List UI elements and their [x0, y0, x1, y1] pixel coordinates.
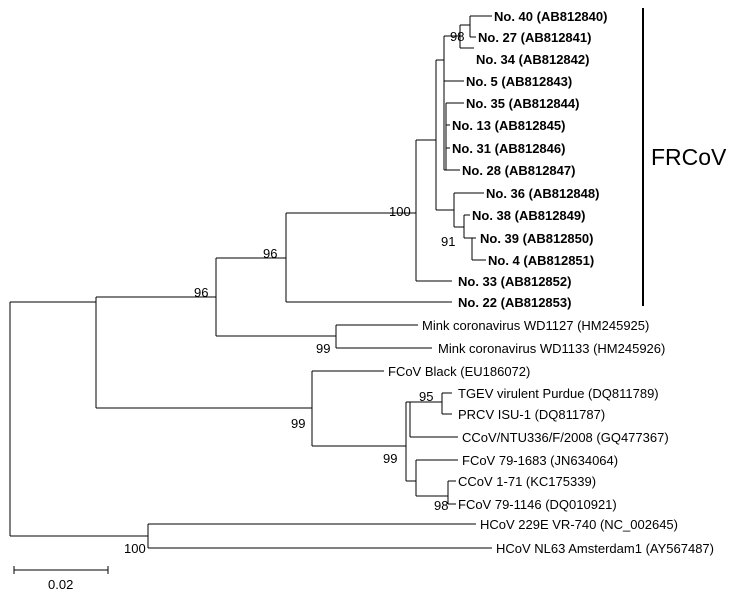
- leaf-label: CCoV/NTU336/F/2008 (GQ477367): [462, 430, 669, 445]
- leaf-label: HCoV 229E VR-740 (NC_002645): [480, 517, 678, 532]
- leaf-label: PRCV ISU-1 (DQ811787): [458, 407, 605, 422]
- leaf-label: No. 36 (AB812848): [486, 186, 599, 201]
- leaf-label: No. 22 (AB812853): [458, 295, 571, 310]
- leaf-label: No. 28 (AB812847): [462, 163, 575, 178]
- leaf-label: HCoV NL63 Amsterdam1 (AY567487): [496, 541, 714, 556]
- bootstrap-value: 100: [389, 204, 411, 219]
- leaf-label: CCoV 1-71 (KC175339): [458, 474, 596, 489]
- bootstrap-value: 99: [316, 341, 330, 356]
- bootstrap-value: 91: [441, 234, 455, 249]
- bootstrap-value: 98: [434, 498, 448, 513]
- leaf-label: No. 39 (AB812850): [480, 231, 593, 246]
- leaf-label: No. 40 (AB812840): [494, 9, 607, 24]
- leaf-label: No. 31 (AB812846): [452, 141, 565, 156]
- leaf-label: No. 35 (AB812844): [466, 96, 579, 111]
- leaf-label: No. 13 (AB812845): [452, 118, 565, 133]
- bootstrap-value: 96: [194, 285, 208, 300]
- scale-bar-label: 0.02: [48, 577, 73, 592]
- bootstrap-value: 95: [419, 389, 433, 404]
- leaf-label: FCoV Black (EU186072): [388, 364, 530, 379]
- leaf-label: Mink coronavirus WD1133 (HM245926): [438, 341, 665, 356]
- clade-label: FRCoV: [651, 144, 727, 170]
- leaf-label: Mink coronavirus WD1127 (HM245925): [422, 318, 649, 333]
- bootstrap-value: 99: [291, 416, 305, 431]
- leaf-labels: No. 40 (AB812840) No. 27 (AB812841) No. …: [388, 9, 714, 556]
- leaf-label: No. 4 (AB812851): [488, 253, 594, 268]
- scale-bar: 0.02: [13, 566, 109, 592]
- bootstrap-value: 99: [383, 451, 397, 466]
- bootstrap-values: 98 100 91 96 96 99 95 99 99 98 100: [124, 29, 464, 556]
- leaf-label: No. 38 (AB812849): [472, 208, 585, 223]
- leaf-label: No. 34 (AB812842): [476, 52, 589, 67]
- leaf-label: FCoV 79-1146 (DQ010921): [458, 497, 617, 512]
- bootstrap-value: 98: [450, 29, 464, 44]
- leaf-label: No. 5 (AB812843): [466, 74, 572, 89]
- bootstrap-value: 96: [263, 246, 277, 261]
- bootstrap-value: 100: [124, 541, 146, 556]
- tree-branches: [9, 15, 492, 549]
- leaf-label: FCoV 79-1683 (JN634064): [462, 453, 618, 468]
- leaf-label: No. 33 (AB812852): [458, 274, 571, 289]
- leaf-label: No. 27 (AB812841): [478, 30, 591, 45]
- leaf-label: TGEV virulent Purdue (DQ811789): [458, 386, 659, 401]
